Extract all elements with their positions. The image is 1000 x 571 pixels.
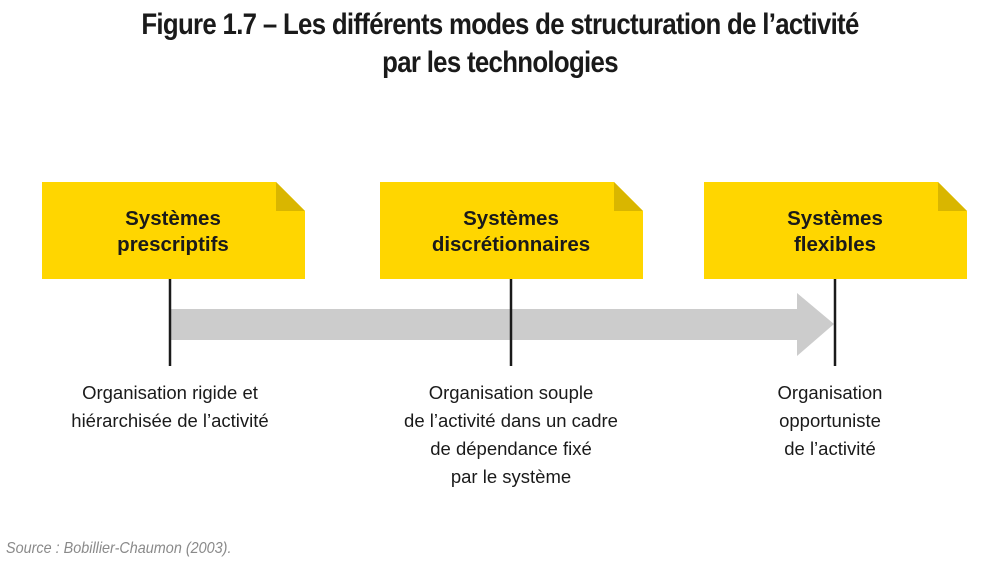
source-citation: Source : Bobillier-Chaumon (2003). [6, 540, 232, 557]
stage-label-prescriptifs-line-2: prescriptifs [117, 233, 229, 256]
stage-box-prescriptifs-body [42, 182, 305, 279]
stage-label-flexibles-line-2: flexibles [793, 233, 877, 256]
stage-description-discretionnaires-line-2: de l’activité dans un cadre [404, 410, 618, 431]
stage-box-flexibles-body [704, 182, 967, 279]
stage-box-discretionnaires-body [380, 182, 643, 279]
stage-description-discretionnaires-line-4: par le système [450, 466, 572, 487]
stage-box-discretionnaires [380, 182, 643, 279]
stage-description-prescriptifs-line-2: hiérarchisée de l’activité [71, 410, 269, 431]
stage-description-prescriptifs: Organisation rigide et hiérarchisée de l… [20, 379, 320, 435]
stage-label-prescriptifs-line-1: Systèmes [125, 207, 221, 230]
stage-description-flexibles-line-3: de l’activité [784, 438, 876, 459]
progression-arrow [170, 293, 834, 356]
stage-description-discretionnaires-line-1: Organisation souple [428, 382, 594, 403]
stage-description-flexibles-line-1: Organisation [777, 382, 883, 403]
stage-description-flexibles: Organisation opportuniste de l’activité [730, 379, 930, 463]
stage-label-flexibles-line-1: Systèmes [787, 207, 883, 230]
stage-label-discretionnaires: Systèmes discrétionnaires [380, 206, 642, 258]
stage-label-discretionnaires-line-2: discrétionnaires [431, 233, 591, 256]
stage-box-discretionnaires-fold [614, 182, 643, 211]
stage-box-prescriptifs-fold [276, 182, 305, 211]
stage-description-discretionnaires-line-3: de dépendance fixé [430, 438, 592, 459]
figure-title-line-1: Figure 1.7 – Les différents modes de str… [141, 8, 859, 41]
figure-title: Figure 1.7 – Les différents modes de str… [104, 6, 895, 82]
figure-title-line-2: par les technologies [382, 46, 618, 79]
stage-label-discretionnaires-line-1: Systèmes [463, 207, 559, 230]
stage-box-flexibles-fold [938, 182, 967, 211]
stage-description-flexibles-line-2: opportuniste [779, 410, 881, 431]
stage-label-flexibles: Systèmes flexibles [704, 206, 966, 258]
stage-description-prescriptifs-line-1: Organisation rigide et [82, 382, 258, 403]
stage-box-flexibles [704, 182, 967, 279]
stage-box-prescriptifs [42, 182, 305, 279]
stage-description-discretionnaires: Organisation souple de l’activité dans u… [355, 379, 667, 491]
stage-label-prescriptifs: Systèmes prescriptifs [42, 206, 304, 258]
